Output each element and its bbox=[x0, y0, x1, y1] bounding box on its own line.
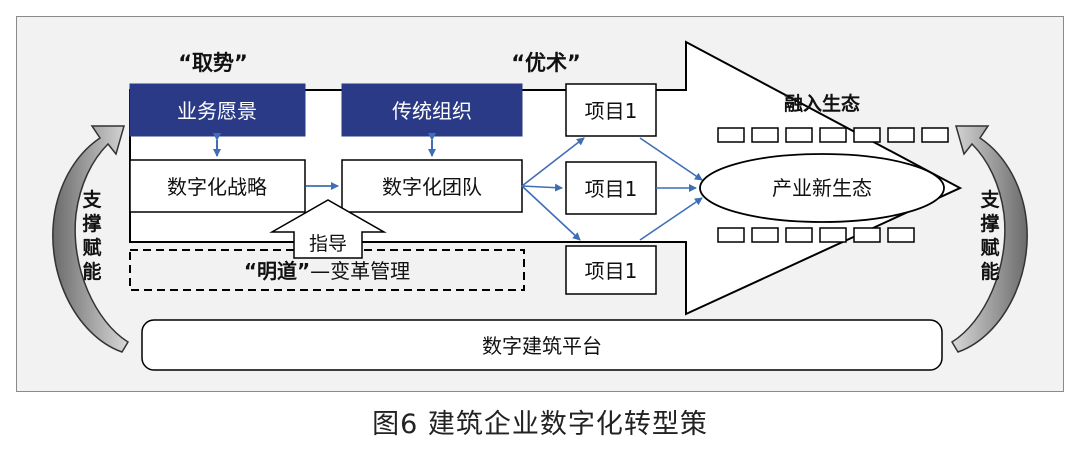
support-left-char: 赋 bbox=[82, 237, 101, 259]
ecosystem-ellipse-label: 产业新生态 bbox=[772, 176, 872, 200]
eco-slot bbox=[819, 227, 847, 243]
eco-slot bbox=[717, 227, 745, 243]
eco-slot bbox=[751, 227, 779, 243]
support-right-char: 能 bbox=[980, 260, 999, 283]
figure-caption: 图6 建筑企业数字化转型策 bbox=[372, 409, 708, 440]
label-mingdao: “明道” bbox=[244, 259, 310, 283]
support-left-char: 撑 bbox=[82, 212, 101, 235]
team-box-label: 数字化团队 bbox=[382, 175, 482, 199]
eco-slot bbox=[887, 127, 915, 143]
project-label-2: 项目1 bbox=[585, 177, 638, 201]
eco-slot bbox=[921, 127, 949, 143]
project-box-2 bbox=[565, 161, 657, 215]
support-left-char: 支 bbox=[81, 189, 102, 211]
support-right-char: 撑 bbox=[980, 212, 999, 235]
project-box-3 bbox=[565, 245, 657, 295]
support-left-char: 能 bbox=[82, 260, 101, 283]
eco-slot bbox=[819, 127, 847, 143]
eco-slot bbox=[853, 227, 881, 243]
eco-slot bbox=[717, 127, 745, 143]
ecosystem-top-slots bbox=[717, 127, 949, 143]
eco-slot bbox=[853, 127, 881, 143]
vision-box bbox=[129, 83, 306, 137]
guide-arrow bbox=[269, 199, 387, 259]
eco-slot bbox=[785, 127, 813, 143]
project-label-1: 项目1 bbox=[585, 99, 638, 123]
big-arrow-shape bbox=[129, 40, 963, 316]
project1-eco-arrow bbox=[639, 137, 703, 181]
support-right-char: 赋 bbox=[980, 237, 999, 259]
team-project2-arrow bbox=[521, 183, 563, 192]
platform-label: 数字建筑平台 bbox=[482, 334, 602, 358]
vision-box-label: 业务愿景 bbox=[177, 99, 257, 123]
project-box-1 bbox=[565, 83, 657, 137]
org-box bbox=[341, 83, 523, 137]
support-left-text: 支 撑 赋 能 bbox=[81, 189, 102, 283]
support-right-char: 支 bbox=[979, 189, 1000, 211]
ecosystem-title: 融入生态 bbox=[784, 92, 860, 115]
team-box bbox=[341, 159, 523, 213]
team-project3-arrow bbox=[521, 185, 581, 241]
org-box-label: 传统组织 bbox=[392, 99, 472, 123]
team-project1-arrow bbox=[521, 137, 585, 187]
eco-slot bbox=[887, 227, 915, 243]
guide-label: 指导 bbox=[309, 233, 347, 255]
strategy-box bbox=[129, 159, 306, 213]
ecosystem-bottom-slots bbox=[717, 227, 915, 243]
platform-box bbox=[141, 319, 943, 371]
project-label-3: 项目1 bbox=[585, 259, 638, 283]
change-management-label: “明道”—变革管理 bbox=[244, 259, 410, 283]
eco-slot bbox=[751, 127, 779, 143]
strategy-box-label: 数字化战略 bbox=[167, 175, 267, 199]
project3-eco-arrow bbox=[639, 197, 703, 241]
right-support-curve bbox=[950, 125, 1028, 353]
label-mingdao-rest: —变革管理 bbox=[310, 259, 410, 283]
eco-slot bbox=[785, 227, 813, 243]
ecosystem-ellipse bbox=[699, 153, 945, 223]
support-right-text: 支 撑 赋 能 bbox=[979, 189, 1000, 283]
label-qushi: “取势” bbox=[178, 51, 248, 75]
left-support-curve bbox=[52, 125, 130, 353]
label-youshu: “优术” bbox=[511, 51, 581, 75]
